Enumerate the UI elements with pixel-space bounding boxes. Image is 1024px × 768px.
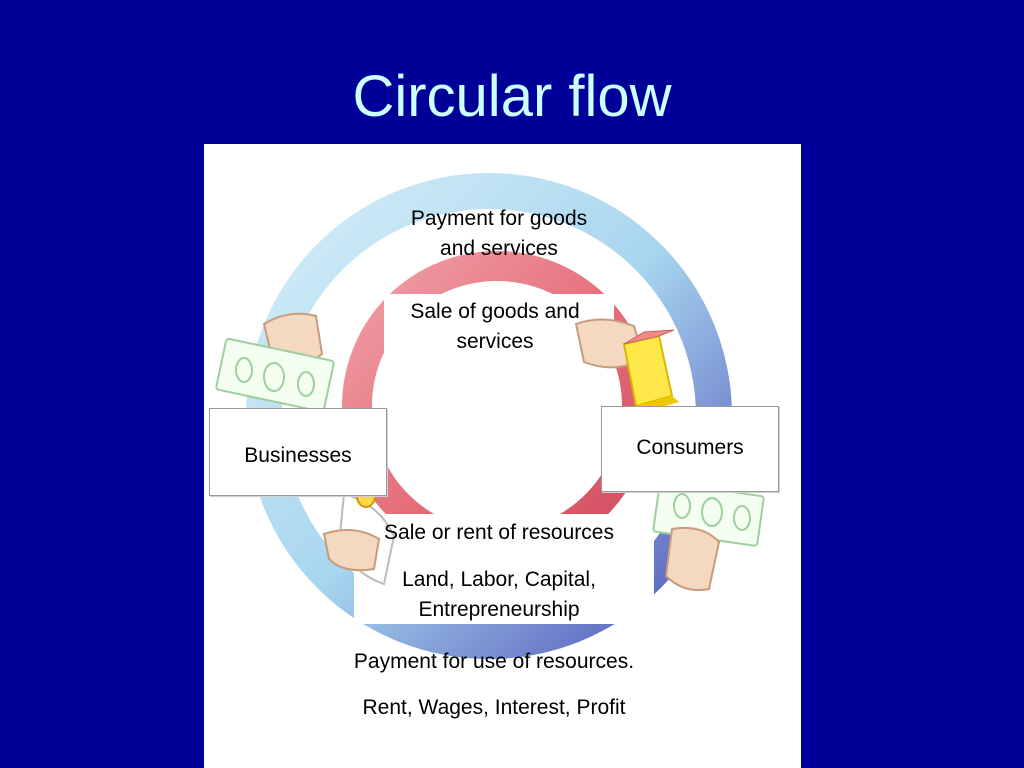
businesses-node: Businesses	[209, 408, 387, 496]
slide-title: Circular flow	[352, 64, 672, 129]
hand-with-money-icon	[215, 312, 335, 413]
consumers-node: Consumers	[601, 406, 779, 492]
sale-resources-label: Sale or rent of resources	[384, 521, 614, 544]
hand-with-payment-icon	[652, 481, 765, 592]
payment-resources-label: Payment for use of resources.	[353, 650, 635, 673]
factor-incomes-label: Rent, Wages, Interest, Profit	[362, 696, 626, 719]
circular-flow-diagram: Businesses Consumers Payment for goods a…	[204, 144, 801, 768]
factors-of-production-label: Land, Labor, Capital, Entrepreneurship	[402, 568, 596, 621]
consumers-label: Consumers	[636, 436, 744, 459]
businesses-label: Businesses	[244, 444, 352, 467]
payment-goods-label: Payment for goods and services	[410, 207, 588, 260]
sale-goods-label: Sale of goods and services	[410, 300, 580, 353]
diagram-canvas	[215, 173, 765, 659]
